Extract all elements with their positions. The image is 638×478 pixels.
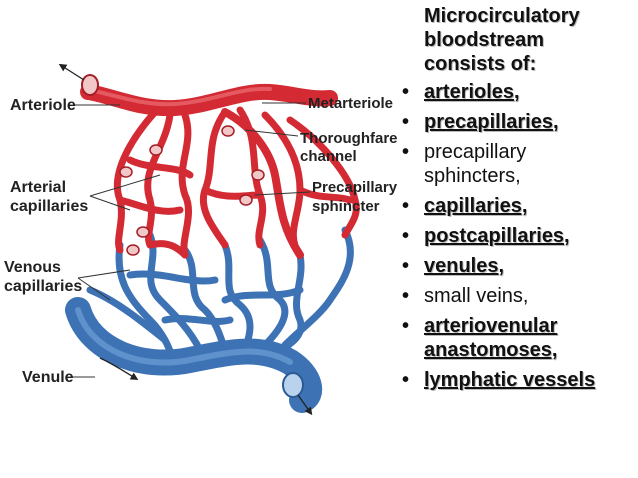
list-item-text: venules,	[424, 255, 505, 277]
list-item-precapillary-sphincters: • precapillary sphincters,	[400, 140, 638, 188]
list-item-text: precapillaries,	[424, 111, 559, 133]
list-item-arteriovenular-anastomoses: • arteriovenular anastomoses,	[400, 314, 638, 362]
venous-capillaries-network	[86, 226, 354, 369]
bullet: •	[402, 225, 410, 247]
bullet: •	[402, 369, 410, 391]
panel-title: Microcirculatory bloodstream consists of…	[424, 4, 638, 76]
list-item-precapillaries: • precapillaries,	[400, 110, 638, 134]
list-item-text-line2: anastomoses,	[424, 339, 558, 361]
list-item-text-line1: arteriovenular	[424, 315, 558, 337]
microcirculation-diagram: Arteriole Metarteriole Thoroughfare chan…	[4, 63, 398, 416]
bullet: •	[402, 315, 410, 337]
thoroughfare-channel	[221, 108, 304, 259]
list-item-postcapillaries: • postcapillaries,	[400, 224, 638, 248]
components-list: • arterioles, • precapillaries, • precap…	[400, 80, 638, 392]
label-metarteriole: Metarteriole	[308, 95, 393, 112]
venule-vessel	[65, 297, 323, 416]
label-leader-lines	[70, 102, 311, 378]
list-item-text: small veins,	[424, 285, 529, 307]
bullet: •	[402, 81, 410, 103]
components-panel: Microcirculatory bloodstream consists of…	[400, 4, 638, 398]
bullet: •	[402, 141, 410, 163]
panel-title-line3: consists of:	[424, 53, 537, 75]
panel-title-line1: Microcirculatory	[424, 5, 580, 27]
panel-title-line2: bloodstream	[424, 29, 545, 51]
list-item-venules: • venules,	[400, 254, 638, 278]
label-arterial-line1: Arterial	[10, 179, 66, 196]
list-item-text: postcapillaries,	[424, 225, 570, 247]
arteriole-vessel	[58, 63, 338, 117]
label-venous-line1: Venous	[4, 259, 61, 276]
list-item-text: lymphatic vessels	[424, 369, 596, 391]
label-venous-line2: capillaries	[4, 278, 82, 295]
label-thoroughfare-line2: channel	[300, 148, 357, 165]
bullet: •	[402, 255, 410, 277]
list-item-text: arteriovenular anastomoses,	[424, 315, 557, 361]
bullet: •	[402, 111, 410, 133]
list-item-text-line1: precapillary	[424, 141, 527, 163]
label-thoroughfare-line1: Thoroughfare	[300, 130, 398, 147]
bullet: •	[402, 285, 410, 307]
list-item-lymphatic-vessels: • lymphatic vessels	[400, 368, 638, 392]
label-venule: Venule	[22, 369, 74, 386]
list-item-text-line2: sphincters,	[424, 165, 521, 187]
label-precapillary-line2: sphincter	[312, 198, 380, 215]
list-item-text: capillaries,	[424, 195, 528, 217]
bullet: •	[402, 195, 410, 217]
list-item-text: arterioles,	[424, 81, 520, 103]
label-arterial-line2: capillaries	[10, 198, 88, 215]
list-item-small-veins: • small veins,	[400, 284, 638, 308]
label-precapillary-line1: Precapillary	[312, 179, 398, 196]
list-item-capillaries: • capillaries,	[400, 194, 638, 218]
list-item-text: precapillary sphincters,	[424, 141, 526, 187]
label-arteriole: Arteriole	[10, 97, 76, 114]
list-item-arterioles: • arterioles,	[400, 80, 638, 104]
precapillary-sphincters	[119, 125, 265, 256]
